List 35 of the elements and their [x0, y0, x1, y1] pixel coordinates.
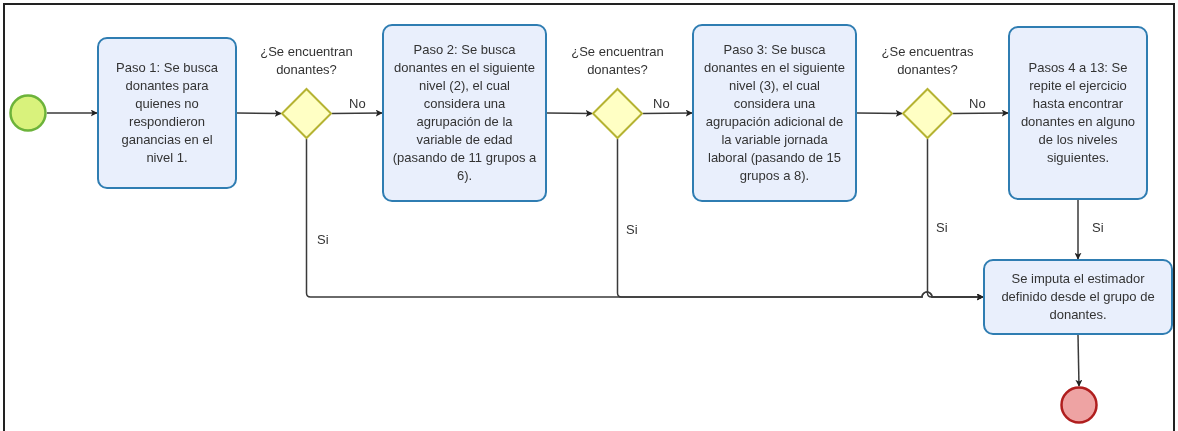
process-box [692, 24, 857, 202]
question-label: ¿Se encuentran donantes? [259, 43, 354, 79]
arrow [236, 109, 282, 117]
arrow [1075, 334, 1083, 387]
question-label: ¿Se encuentran donantes? [570, 43, 665, 79]
step-text: Paso 1: Se busca donantes para quienes no respondieron ganancias en el nivel 1. [115, 59, 219, 167]
end-event-circle [1060, 386, 1098, 424]
arrow [546, 109, 593, 117]
decision-diamond [281, 88, 332, 139]
arrow [642, 109, 693, 117]
process-box [1008, 26, 1148, 200]
process-box [382, 24, 547, 202]
start-event-circle [9, 94, 47, 132]
edge-label: No [652, 96, 671, 111]
arrow [1074, 199, 1082, 260]
step-text: Paso 2: Se busca donantes en el siguiente nivel (2), el cual considera una agrupación de la variable de edad (pasando de 11 grupos a 6). [392, 41, 537, 185]
edge-label: Si [935, 220, 949, 235]
arrow [331, 109, 383, 117]
arrow [46, 109, 98, 117]
arrow [952, 109, 1009, 117]
process-box [97, 37, 237, 189]
edge-label: Si [316, 232, 330, 247]
step-text: Paso 3: Se busca donantes en el siguiente nivel (3), el cual considera una agrupación adicional de la variable jornada laboral (pasando de 15 grupos a 8). [703, 41, 846, 185]
process-box [983, 259, 1173, 335]
step-text: Se imputa el estimador definido desde el grupo de donantes. [1000, 270, 1156, 324]
arrow [926, 138, 984, 301]
question-label: ¿Se encuentras donantes? [880, 43, 975, 79]
edge-label: Si [1091, 220, 1105, 235]
edge-label: Si [625, 222, 639, 237]
decision-diamond [902, 88, 953, 139]
arrow [856, 109, 903, 117]
edge-label: No [348, 96, 367, 111]
decision-diamond [592, 88, 643, 139]
step-text: Pasos 4 a 13: Se repite el ejercicio hasta encontrar donantes en alguno de los niveles siguientes. [1019, 59, 1137, 167]
edge-label: No [968, 96, 987, 111]
